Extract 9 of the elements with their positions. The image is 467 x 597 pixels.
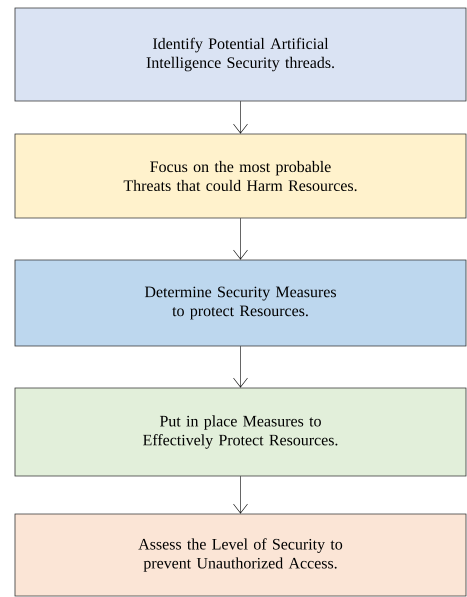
process-box: Assess the Level of Security to prevent Unauthorized Access. [14, 514, 466, 596]
arrow [233, 476, 248, 514]
arrow [233, 101, 248, 134]
process-box: Put in place Measures to Effectively Protect Resources. [14, 388, 466, 476]
process-box: Focus on the most probable Threats that could Harm Resources. [14, 134, 466, 218]
arrow [233, 346, 248, 388]
process-box: Determine Security Measures to protect Resources. [14, 260, 466, 346]
process-box: Identify Potential Artificial Intelligence Security threads. [14, 8, 466, 102]
arrow [233, 218, 248, 260]
